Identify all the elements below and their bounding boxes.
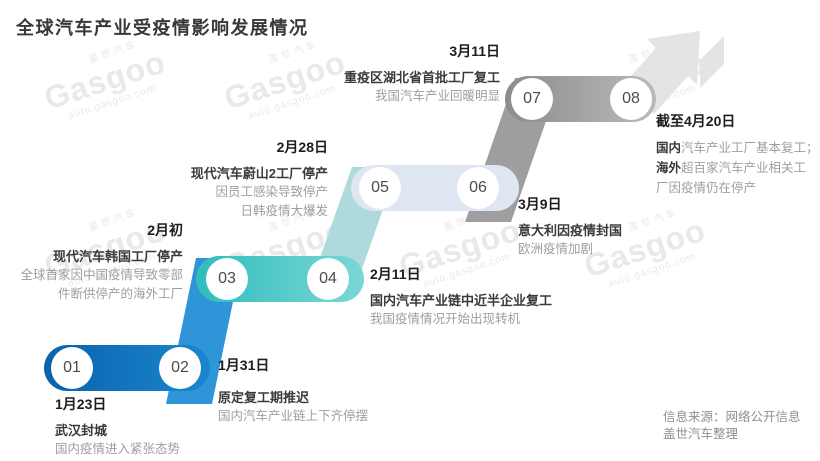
event-title: 原定复工期推迟	[218, 390, 310, 405]
step-circle-06: 06	[457, 167, 499, 209]
step-circle-02: 02	[159, 347, 201, 389]
event-block-6: 3月9日 意大利因疫情封国 欧洲疫情加剧	[518, 194, 688, 259]
event-title: 意大利因疫情封国	[518, 223, 623, 238]
step-circle-03: 03	[206, 258, 248, 300]
page-title: 全球汽车产业受疫情影响发展情况	[16, 18, 309, 38]
event-date: 2月初	[147, 222, 183, 238]
event-date: 1月31日	[218, 357, 270, 373]
event-desc: 因员工感染导致停产	[215, 185, 328, 199]
event-date: 3月11日	[449, 43, 500, 59]
event-title: 现代汽车蔚山2工厂停产	[190, 166, 328, 181]
event-title: 国内汽车产业链中近半企业复工	[370, 293, 553, 308]
event-date: 2月28日	[276, 139, 328, 155]
step-circle-08: 08	[610, 78, 652, 120]
event-title: 重疫区湖北省首批工厂复工	[343, 70, 500, 85]
event-title: 现代汽车韩国工厂停产	[52, 249, 183, 264]
event-block-5: 2月28日 现代汽车蔚山2工厂停产 因员工感染导致停产 日韩疫情大爆发	[158, 137, 328, 221]
event-block-8: 截至4月20日 国内汽车产业工厂基本复工； 海外超百家汽车产业相关工 厂因疫情仍…	[656, 111, 820, 198]
source-line-1: 信息来源：网络公开信息	[663, 410, 801, 424]
event-desc: 我国疫情情况开始出现转机	[370, 312, 521, 326]
step-circle-05: 05	[359, 167, 401, 209]
event-date: 2月11日	[370, 266, 421, 282]
event-desc: 国内汽车产业工厂基本复工；	[656, 141, 819, 155]
event-desc: 国内汽车产业链上下齐停摆	[218, 409, 369, 423]
event-block-1: 1月23日 武汉封城 国内疫情进入紧张态势	[55, 394, 265, 459]
event-desc: 日韩疫情大爆发	[240, 204, 328, 218]
source-line-2: 盖世汽车整理	[663, 427, 739, 441]
event-desc: 海外超百家汽车产业相关工	[656, 161, 807, 175]
event-desc: 我国汽车产业回暖明显	[374, 89, 500, 103]
event-title: 武汉封城	[55, 423, 108, 438]
event-date: 1月23日	[55, 396, 107, 412]
step-circle-07: 07	[511, 78, 553, 120]
step-circle-01: 01	[51, 347, 93, 389]
growth-arrow-stripe-icon	[700, 36, 724, 88]
event-block-3: 2月初 现代汽车韩国工厂停产 全球首家因中国疫情导致零部 件断供停产的海外工厂	[18, 220, 183, 304]
event-block-2: 1月31日 原定复工期推迟 国内汽车产业链上下齐停摆	[218, 355, 438, 426]
event-desc: 国内疫情进入紧张态势	[55, 442, 181, 456]
event-block-7: 3月11日 重疫区湖北省首批工厂复工 我国汽车产业回暖明显	[338, 41, 500, 106]
source-note: 信息来源：网络公开信息 盖世汽车整理	[663, 409, 801, 443]
event-block-4: 2月11日 国内汽车产业链中近半企业复工 我国疫情情况开始出现转机	[370, 264, 595, 329]
event-desc: 全球首家因中国疫情导致零部	[20, 268, 183, 282]
event-desc: 件断供停产的海外工厂	[57, 287, 183, 301]
event-date: 3月9日	[518, 196, 562, 212]
event-date: 截至4月20日	[656, 113, 736, 129]
event-desc: 欧洲疫情加剧	[518, 242, 594, 256]
event-desc: 厂因疫情仍在停产	[656, 181, 757, 195]
step-circle-04: 04	[307, 258, 349, 300]
